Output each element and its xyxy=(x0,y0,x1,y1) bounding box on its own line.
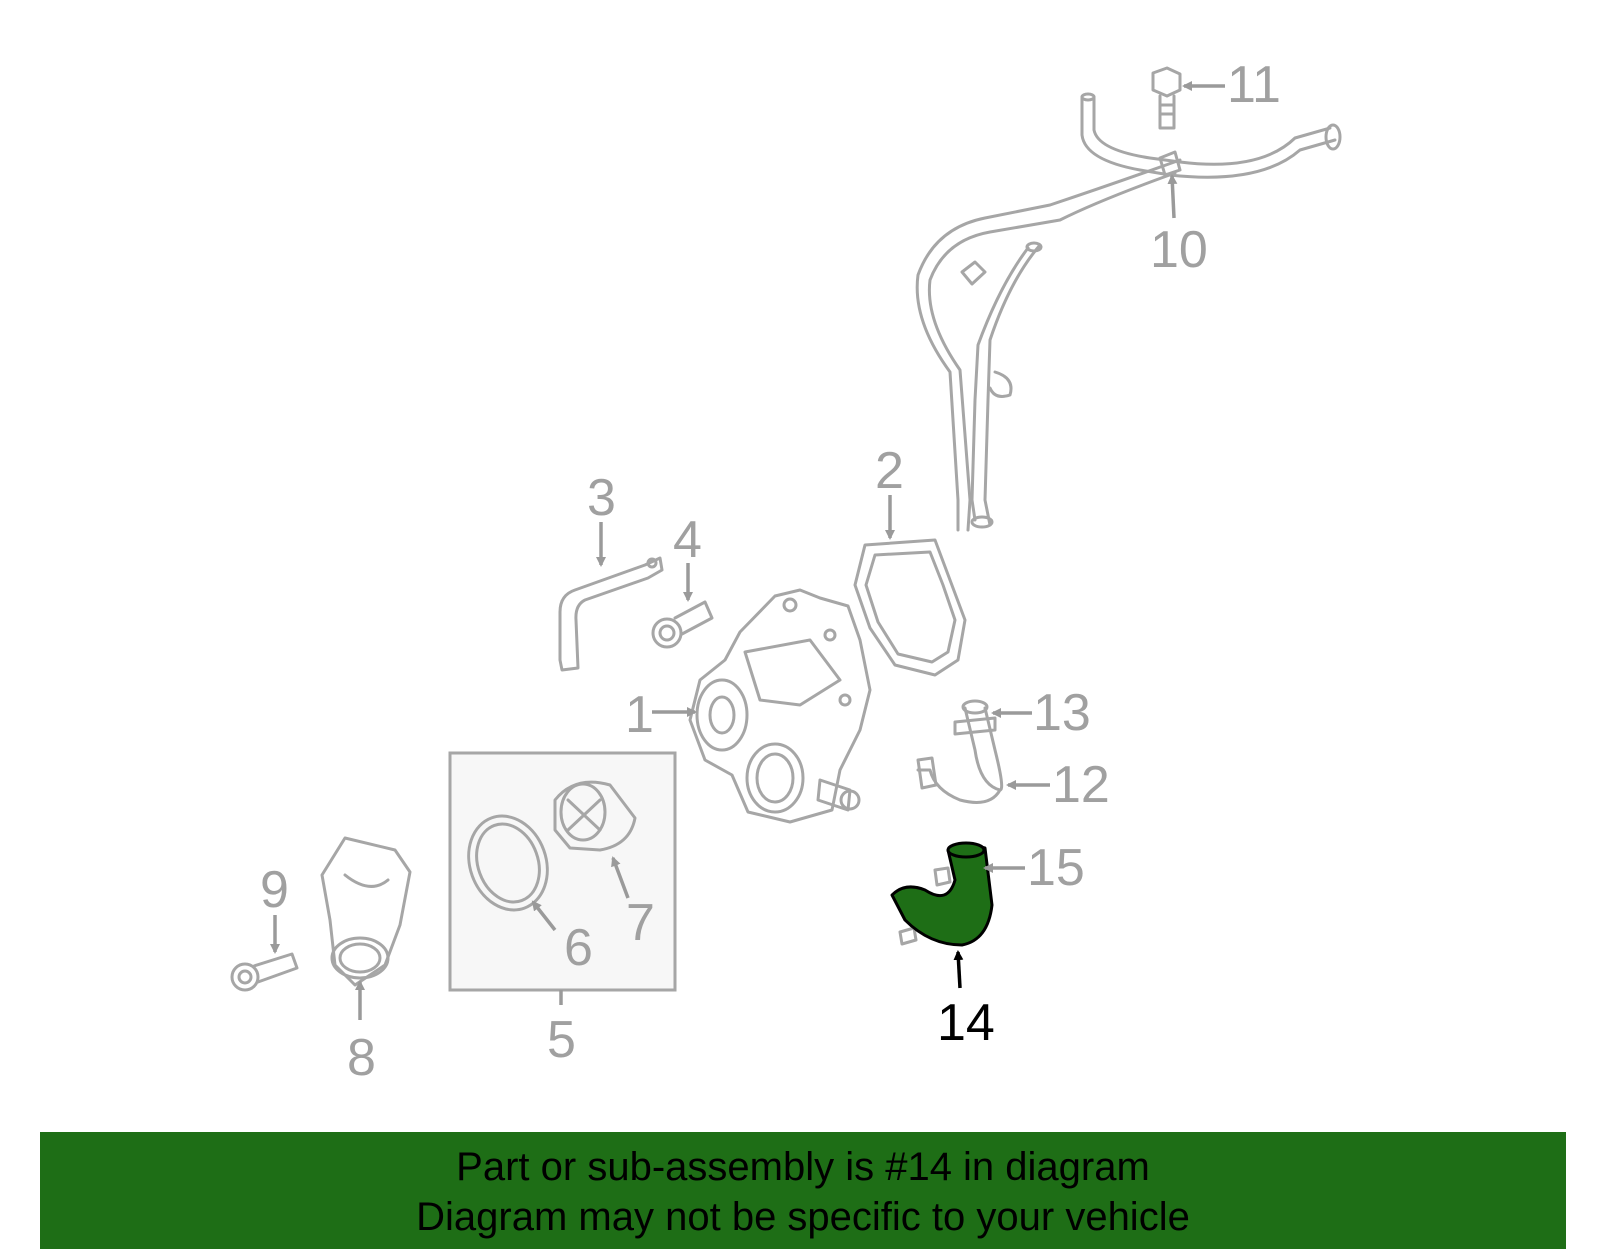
callout-2: 2 xyxy=(875,442,904,540)
svg-text:3: 3 xyxy=(587,469,616,527)
callout-12: 12 xyxy=(1006,756,1110,814)
hose-part-12[interactable] xyxy=(916,699,1004,804)
bolt-part-9[interactable] xyxy=(230,952,299,992)
callout-15: 15 xyxy=(983,839,1085,897)
callout-5: 5 xyxy=(547,990,576,1069)
svg-text:2: 2 xyxy=(875,442,904,500)
svg-text:4: 4 xyxy=(673,511,702,569)
thermostat-housing-part-8[interactable] xyxy=(320,836,412,987)
callout-6: 6 xyxy=(531,900,593,977)
svg-text:1: 1 xyxy=(625,686,654,744)
callout-10: 10 xyxy=(1150,174,1208,279)
callout-14: 14 xyxy=(937,950,995,1052)
svg-text:5: 5 xyxy=(547,1011,576,1069)
svg-text:6: 6 xyxy=(564,919,593,977)
banner-line-2: Diagram may not be specific to your vehi… xyxy=(416,1195,1190,1239)
callout-7: 7 xyxy=(611,856,655,952)
banner-line-1: Part or sub-assembly is #14 in diagram xyxy=(456,1145,1150,1189)
svg-text:15: 15 xyxy=(1027,839,1085,897)
thermostat-kit-box-part-5[interactable] xyxy=(448,751,677,992)
clamp-part-15[interactable] xyxy=(898,866,952,946)
coolant-pipe-part-10[interactable] xyxy=(915,92,1342,532)
callout-11: 11 xyxy=(1182,56,1281,114)
bracket-part-3[interactable] xyxy=(558,556,664,672)
bolt-part-4[interactable] xyxy=(651,600,714,649)
svg-text:11: 11 xyxy=(1227,56,1281,114)
seal-ring-part-6[interactable] xyxy=(456,805,560,921)
callout-13: 13 xyxy=(991,684,1091,742)
info-banner: Part or sub-assembly is #14 in diagram D… xyxy=(40,1132,1566,1249)
clamp-part-13[interactable] xyxy=(953,716,997,736)
svg-text:9: 9 xyxy=(260,861,289,919)
svg-text:10: 10 xyxy=(1150,221,1208,279)
thermostat-part-7[interactable] xyxy=(553,780,637,852)
bolt-part-11[interactable] xyxy=(1151,66,1182,130)
callout-3: 3 xyxy=(587,469,616,567)
callout-9: 9 xyxy=(260,861,289,954)
svg-text:12: 12 xyxy=(1052,756,1110,814)
svg-text:14: 14 xyxy=(937,994,995,1052)
hose-part-14-highlighted[interactable] xyxy=(890,841,994,947)
svg-text:13: 13 xyxy=(1033,684,1091,742)
svg-text:7: 7 xyxy=(626,894,655,952)
callout-4: 4 xyxy=(673,511,702,602)
gasket-part-2[interactable] xyxy=(853,538,967,677)
water-pump-part-1[interactable] xyxy=(688,588,872,824)
svg-text:8: 8 xyxy=(347,1029,376,1087)
callout-1: 1 xyxy=(625,686,697,744)
callout-8: 8 xyxy=(347,980,376,1087)
